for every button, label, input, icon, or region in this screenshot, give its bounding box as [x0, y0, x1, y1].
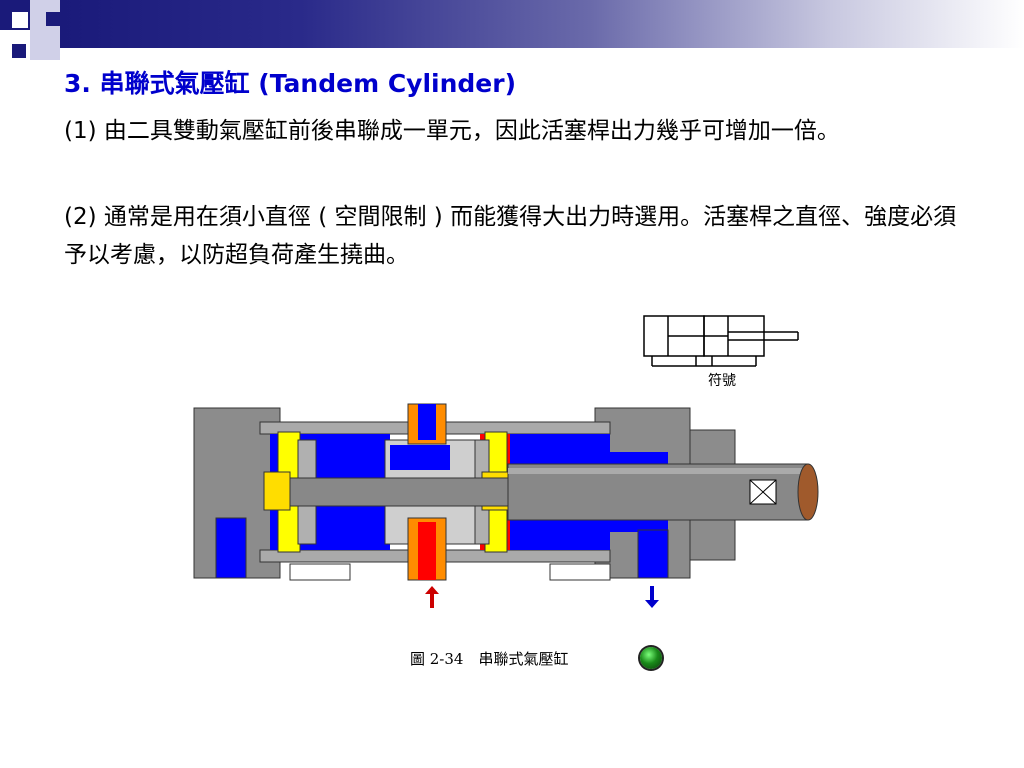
slide-title: 3. 串聯式氣壓缸 (Tandem Cylinder): [64, 69, 517, 98]
symbol-label: 符號: [708, 373, 736, 389]
header-gradient-bar: [60, 0, 1024, 48]
tandem-cylinder-cross-section: [193, 403, 819, 581]
paragraph-1: (1) 由二具雙動氣壓缸前後串聯成一單元，因此活塞桿出力幾乎可增加一倍。: [64, 118, 840, 144]
paragraph-2: (2) 通常是用在須小直徑 ( 空間限制 ) 而能獲得大出力時選用。活塞桿之直徑…: [64, 204, 957, 268]
arrow-down-icon: [645, 586, 659, 608]
arrow-up-icon: [425, 586, 439, 608]
green-circle-button-icon[interactable]: [640, 647, 662, 669]
figure-caption: 圖 2-34 串聯式氣壓缸: [410, 650, 569, 668]
tandem-cylinder-symbol: [643, 315, 799, 367]
corner-squares-decoration: [0, 0, 80, 64]
